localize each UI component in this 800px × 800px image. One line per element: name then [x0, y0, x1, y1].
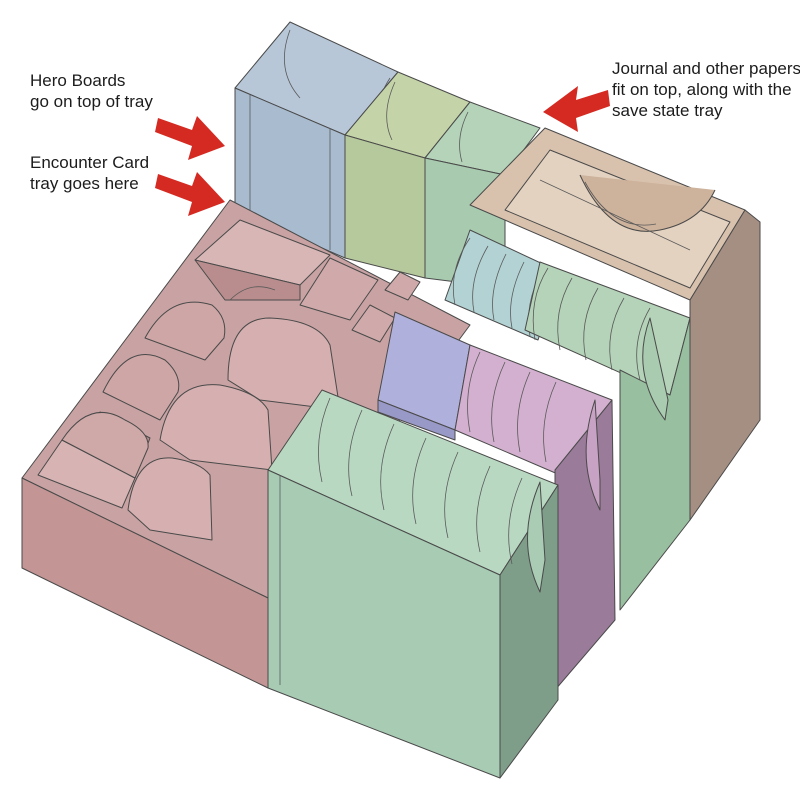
annotation-hero-boards: Hero Boards go on top of tray — [30, 70, 153, 112]
annotation-encounter-card-line-1: Encounter Card — [30, 153, 150, 172]
arrow-hero-boards — [155, 116, 225, 160]
annotation-hero-boards-line-1: Hero Boards — [30, 71, 126, 90]
arrow-journal — [543, 86, 610, 132]
card-rack-violet — [454, 344, 616, 691]
card-rack-front-green — [267, 389, 559, 779]
annotation-journal-line-3: save state tray — [612, 101, 723, 120]
annotation-journal: Journal and other papers fit on top, alo… — [612, 58, 800, 121]
annotation-journal-line-1: Journal and other papers — [612, 59, 800, 78]
annotation-encounter-card: Encounter Card tray goes here — [30, 152, 149, 194]
hero-board-holder-light-green — [344, 71, 471, 279]
journal-tray-tan — [469, 127, 761, 521]
annotation-journal-line-2: fit on top, along with the — [612, 80, 792, 99]
arrow-encounter-card — [155, 172, 225, 216]
encounter-card-tray-pink — [21, 199, 471, 689]
card-rack-green — [524, 261, 691, 611]
annotation-hero-boards-line-2: go on top of tray — [30, 92, 153, 111]
hero-board-holder-blue — [234, 21, 399, 259]
card-rack-lavender — [377, 311, 471, 441]
annotation-encounter-card-line-2: tray goes here — [30, 174, 139, 193]
